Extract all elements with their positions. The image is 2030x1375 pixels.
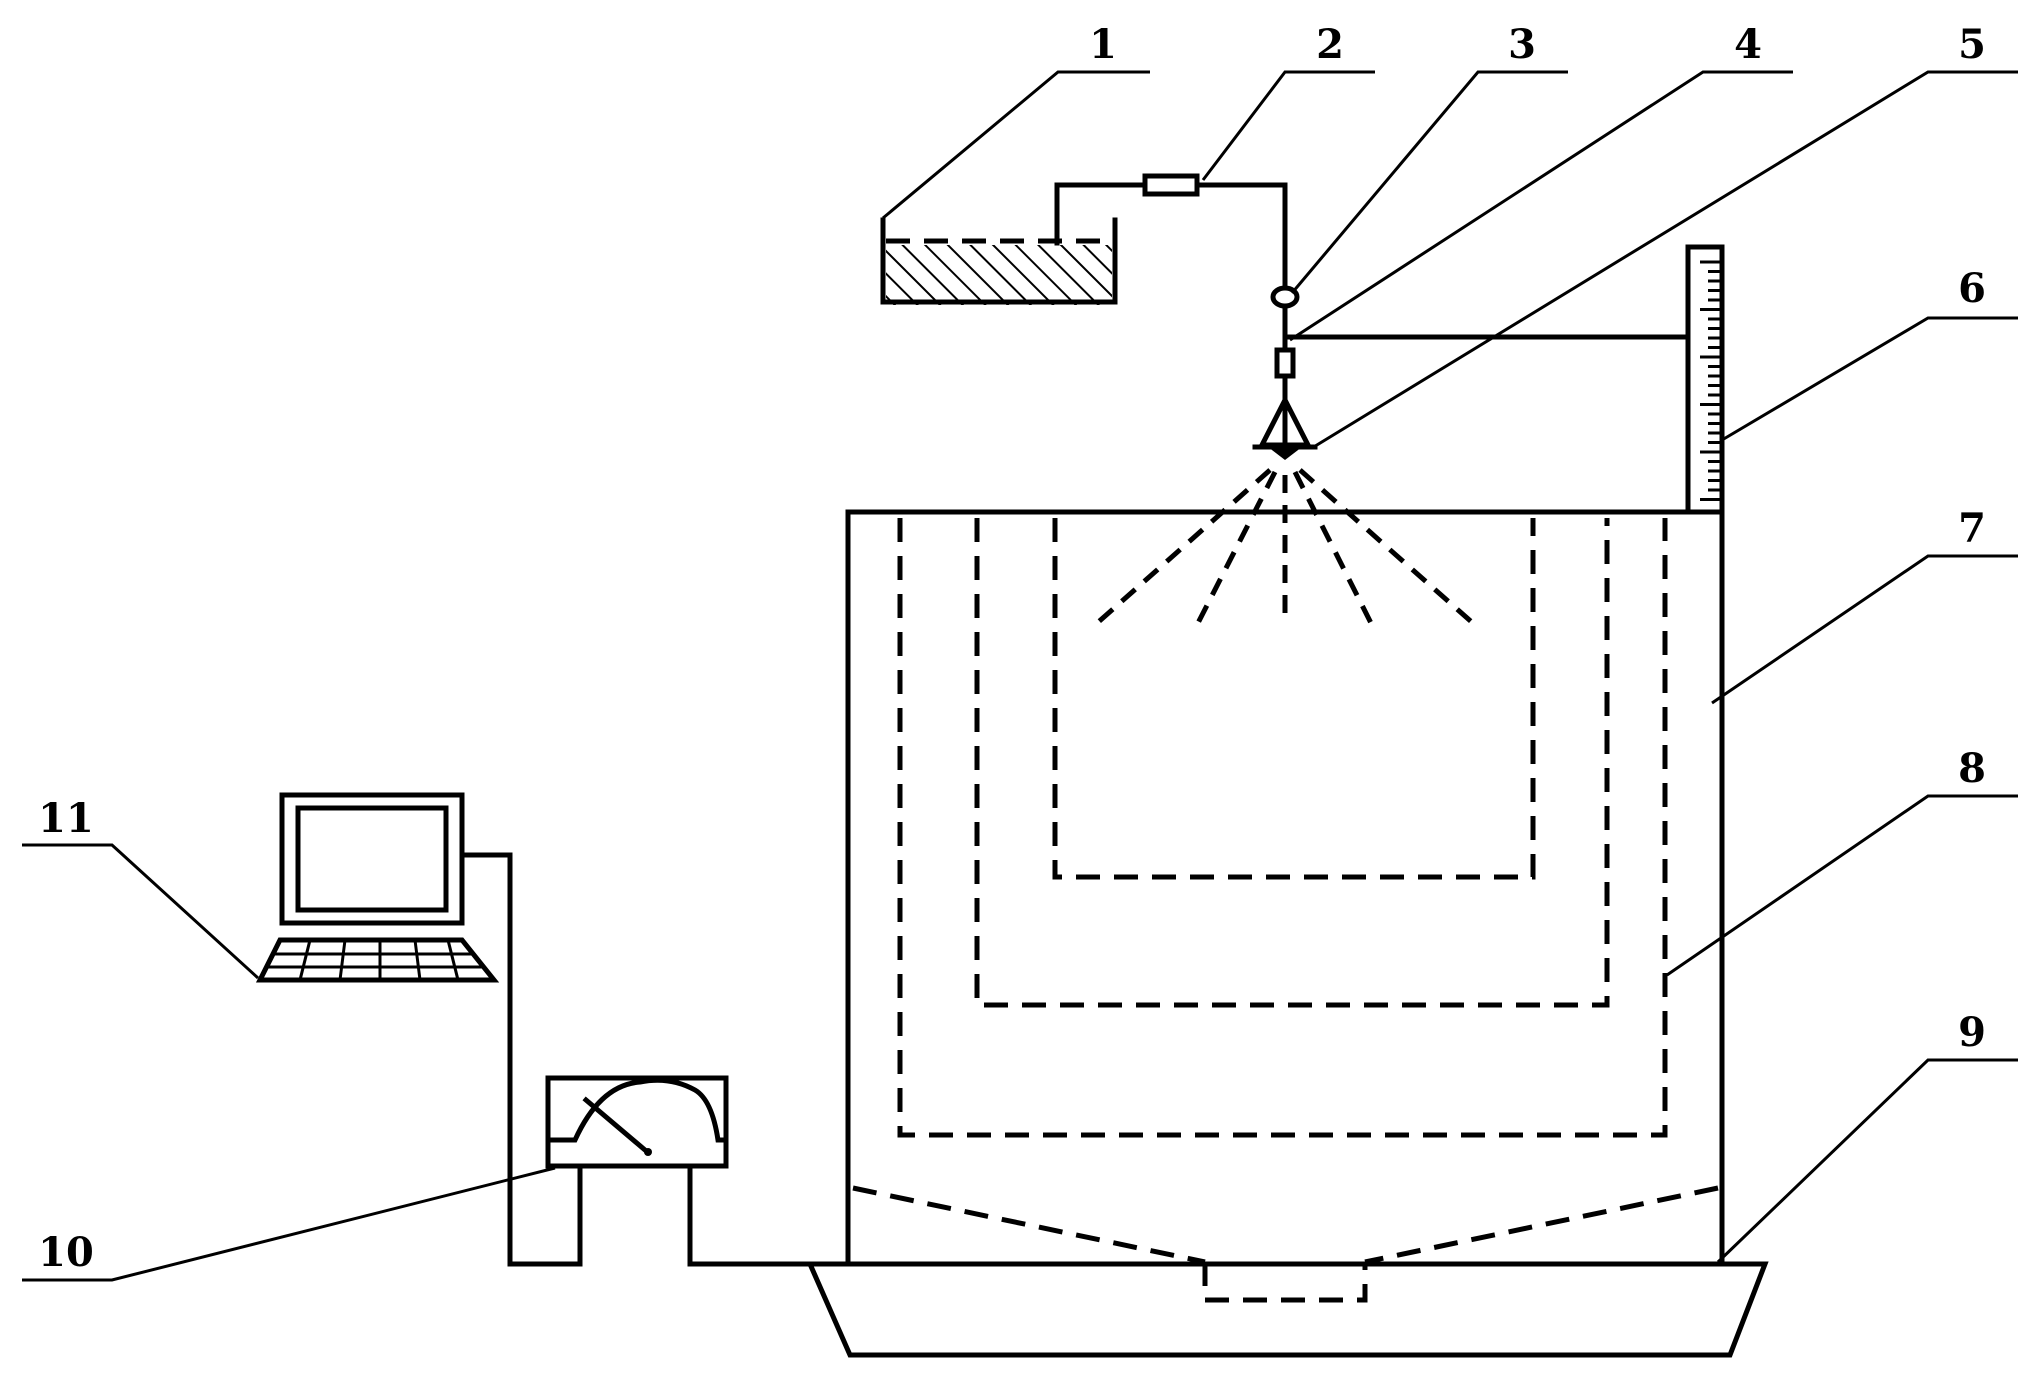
- inline-valve: [1142, 173, 1200, 197]
- pump-connector: [1274, 347, 1296, 379]
- computer: [255, 792, 500, 983]
- label-10: 10: [38, 1229, 94, 1276]
- feed-pipe: [1054, 173, 1300, 408]
- label-11: 11: [38, 795, 94, 842]
- part-labels: 1 2 3 4 5 6 7 8 9 10 11: [38, 21, 1986, 1276]
- spray-pattern: [1093, 468, 1477, 627]
- label-7: 7: [1958, 505, 1986, 552]
- label-6: 6: [1958, 265, 1986, 312]
- collection-zones: [897, 518, 1668, 1138]
- leader-lines: [22, 70, 2018, 1282]
- drain-funnel: [852, 1185, 1719, 1303]
- liquid-reservoir: [880, 217, 1118, 305]
- signal-meter: [462, 852, 813, 1267]
- label-9: 9: [1958, 1009, 1986, 1056]
- test-chamber: [845, 509, 1725, 1267]
- base-tray: [806, 1261, 1769, 1358]
- label-5: 5: [1958, 21, 1986, 68]
- label-2: 2: [1316, 21, 1344, 68]
- height-scale: [1282, 244, 1725, 515]
- spray-nozzle: [1252, 394, 1318, 460]
- label-8: 8: [1958, 745, 1986, 792]
- label-1: 1: [1089, 21, 1117, 68]
- label-3: 3: [1508, 21, 1536, 68]
- label-4: 4: [1734, 21, 1762, 68]
